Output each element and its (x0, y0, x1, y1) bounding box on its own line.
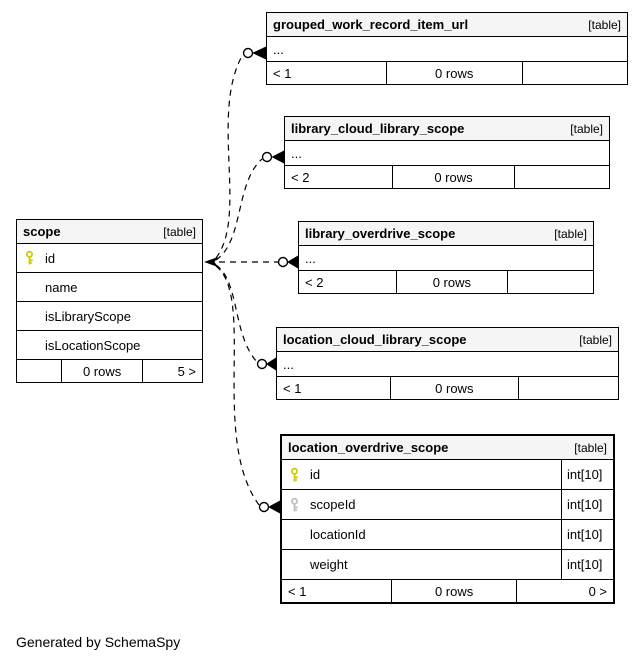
column-type: int[10] (561, 520, 613, 549)
table-type-badge: [table] (588, 17, 621, 32)
column-row-weight: weight int[10] (282, 550, 613, 580)
related-from-count: < 2 (291, 169, 310, 185)
column-name: weight (310, 557, 348, 572)
table-name: library_overdrive_scope (305, 226, 456, 241)
related-from-count (17, 360, 61, 382)
table-footer: < 1 0 rows (267, 62, 627, 84)
table-header: grouped_work_record_item_url [table] (267, 13, 627, 37)
table-type-badge: [table] (579, 332, 612, 347)
table-node-library-cloud-library-scope[interactable]: library_cloud_library_scope [table] ... … (284, 116, 610, 189)
collapsed-columns-row: ... (277, 352, 618, 377)
foreign-key-icon (291, 497, 298, 511)
related-to-count (508, 271, 593, 293)
related-from-count: < 1 (288, 583, 307, 599)
table-header: library_overdrive_scope [table] (299, 222, 593, 246)
zero-or-more-circle-grouped-work (242, 47, 254, 59)
table-type-badge: [table] (574, 440, 607, 455)
column-name: isLocationScope (45, 337, 141, 353)
related-to-count (523, 62, 627, 84)
ellipsis-label: ... (273, 41, 284, 57)
column-row-islibraryscope: isLibraryScope (17, 302, 202, 331)
row-count: 0 rows (396, 271, 508, 293)
column-type: int[10] (561, 460, 613, 489)
row-count: 0 rows (391, 580, 517, 602)
related-from-count: < 2 (305, 274, 324, 290)
column-row-id: id int[10] (282, 460, 613, 490)
column-row-id: id (17, 244, 202, 273)
crow-foot-library-cloud (271, 150, 284, 164)
crow-foot-library-overdrive (287, 255, 298, 269)
crow-foot-location-overdrive (268, 500, 280, 514)
related-from-count: < 1 (273, 65, 292, 81)
row-count: 0 rows (61, 360, 143, 382)
crow-foot-grouped-work (252, 46, 266, 60)
table-footer: < 2 0 rows (285, 166, 609, 188)
column-type: int[10] (561, 490, 613, 519)
column-name: scopeId (310, 497, 356, 512)
table-footer: 0 rows 5 > (17, 360, 202, 382)
ellipsis-label: ... (305, 250, 316, 266)
column-type: int[10] (561, 550, 613, 579)
column-row-scopeid: scopeId int[10] (282, 490, 613, 520)
table-header: library_cloud_library_scope [table] (285, 117, 609, 141)
zero-or-more-circle-library-cloud (261, 151, 273, 163)
ellipsis-label: ... (291, 145, 302, 161)
zero-or-more-circle-location-cloud (256, 358, 268, 370)
collapsed-columns-row: ... (267, 37, 627, 62)
column-name: id (45, 250, 56, 266)
row-count: 0 rows (385, 62, 523, 84)
table-node-grouped-work-record-item-url[interactable]: grouped_work_record_item_url [table] ...… (266, 12, 628, 85)
collapsed-columns-row: ... (299, 246, 593, 271)
column-name: name (45, 279, 78, 295)
table-name: grouped_work_record_item_url (273, 17, 469, 32)
primary-key-icon (26, 250, 33, 265)
related-from-count: < 1 (283, 380, 302, 396)
related-to-count: 5 > (177, 363, 196, 379)
generated-by-note: Generated by SchemaSpy (16, 634, 181, 650)
zero-or-more-circle-library-overdrive (277, 256, 289, 268)
zero-or-more-circle-location-overdrive (258, 501, 270, 513)
row-count: 0 rows (391, 166, 516, 188)
table-node-location-cloud-library-scope[interactable]: location_cloud_library_scope [table] ...… (276, 327, 619, 400)
related-to-count (515, 166, 609, 188)
column-name: id (310, 467, 321, 482)
table-type-badge: [table] (163, 224, 196, 239)
related-to-count: 0 > (588, 583, 607, 599)
table-footer: < 1 0 rows (277, 377, 618, 399)
table-node-library-overdrive-scope[interactable]: library_overdrive_scope [table] ... < 2 … (298, 221, 594, 294)
column-row-name: name (17, 273, 202, 302)
table-node-scope[interactable]: scope [table] id name isLibraryScope isL… (16, 219, 203, 383)
table-header: scope [table] (17, 220, 202, 244)
collapsed-columns-row: ... (285, 141, 609, 166)
table-name: library_cloud_library_scope (291, 121, 465, 136)
arrowhead-scope-id (204, 257, 218, 267)
table-type-badge: [table] (554, 226, 587, 241)
table-name: scope (23, 224, 61, 239)
column-name: locationId (310, 527, 366, 542)
table-type-badge: [table] (570, 121, 603, 136)
column-row-locationid: locationId int[10] (282, 520, 613, 550)
row-count: 0 rows (389, 377, 520, 399)
column-name: isLibraryScope (45, 308, 131, 324)
relationship-line-grouped-work (215, 55, 243, 259)
table-node-location-overdrive-scope[interactable]: location_overdrive_scope [table] id int[… (280, 434, 615, 604)
relationship-line-location-cloud (215, 264, 258, 363)
table-footer: < 2 0 rows (299, 271, 593, 293)
ellipsis-label: ... (283, 356, 294, 372)
table-header: location_cloud_library_scope [table] (277, 328, 618, 352)
relationship-line-library-cloud (215, 158, 263, 261)
table-name: location_overdrive_scope (288, 440, 449, 455)
table-name: location_cloud_library_scope (283, 332, 467, 347)
primary-key-icon (291, 467, 298, 481)
table-footer: < 1 0 rows 0 > (282, 580, 613, 602)
table-header: location_overdrive_scope [table] (282, 436, 613, 460)
related-to-count (519, 377, 618, 399)
crow-foot-location-cloud (266, 357, 276, 371)
column-row-islocationscope: isLocationScope (17, 331, 202, 360)
relationship-line-location-overdrive (215, 265, 260, 506)
